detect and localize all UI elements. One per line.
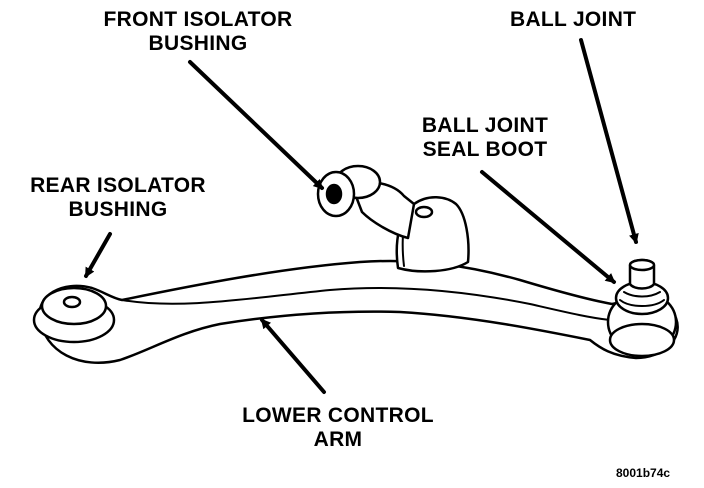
lower-control-arm-arrow bbox=[260, 318, 326, 394]
ball-joint-arrow bbox=[579, 38, 639, 244]
front-isolator-bushing-label: FRONT ISOLATOR BUSHING bbox=[58, 8, 338, 56]
ball-joint-housing-ring bbox=[608, 322, 676, 358]
lower-control-arm-body bbox=[38, 259, 679, 364]
seal-boot-ribs bbox=[619, 291, 665, 307]
ball-joint-seal-boot-arrow bbox=[480, 170, 616, 284]
lower-control-arm-line-1: LOWER CONTROL bbox=[242, 404, 434, 427]
rear-isolator-bushing-line-2: BUSHING bbox=[68, 198, 168, 221]
rear-isolator-bushing-line-1: REAR ISOLATOR bbox=[30, 174, 206, 197]
front-isolator-bushing-line-2: BUSHING bbox=[148, 32, 248, 55]
front-isolator-bushing-hole bbox=[325, 183, 343, 205]
front-isolator-bushing-line-1: FRONT ISOLATOR bbox=[103, 8, 293, 31]
rear-isolator-bushing-hole bbox=[62, 295, 82, 309]
ball-joint-seal-boot-label: BALL JOINT SEAL BOOT bbox=[400, 114, 570, 162]
rear-isolator-bushing-arrow bbox=[84, 232, 112, 278]
lower-control-arm-label: LOWER CONTROL ARM bbox=[220, 404, 456, 452]
ball-joint-seal-boot-line-2: SEAL BOOT bbox=[422, 138, 548, 161]
arm-crease-line bbox=[121, 286, 611, 321]
boss-hole bbox=[414, 205, 434, 219]
ball-joint-label: BALL JOINT bbox=[510, 8, 637, 31]
ball-joint-seal-boot-line-1: BALL JOINT bbox=[421, 114, 549, 137]
lower-control-arm-line-2: ARM bbox=[313, 428, 363, 451]
figure-code: 8001b74c bbox=[616, 466, 671, 480]
front-isolator-bushing-arrow bbox=[188, 60, 324, 190]
rear-isolator-bushing-label: REAR ISOLATOR BUSHING bbox=[0, 174, 236, 222]
ball-joint-stud-top bbox=[628, 258, 656, 272]
